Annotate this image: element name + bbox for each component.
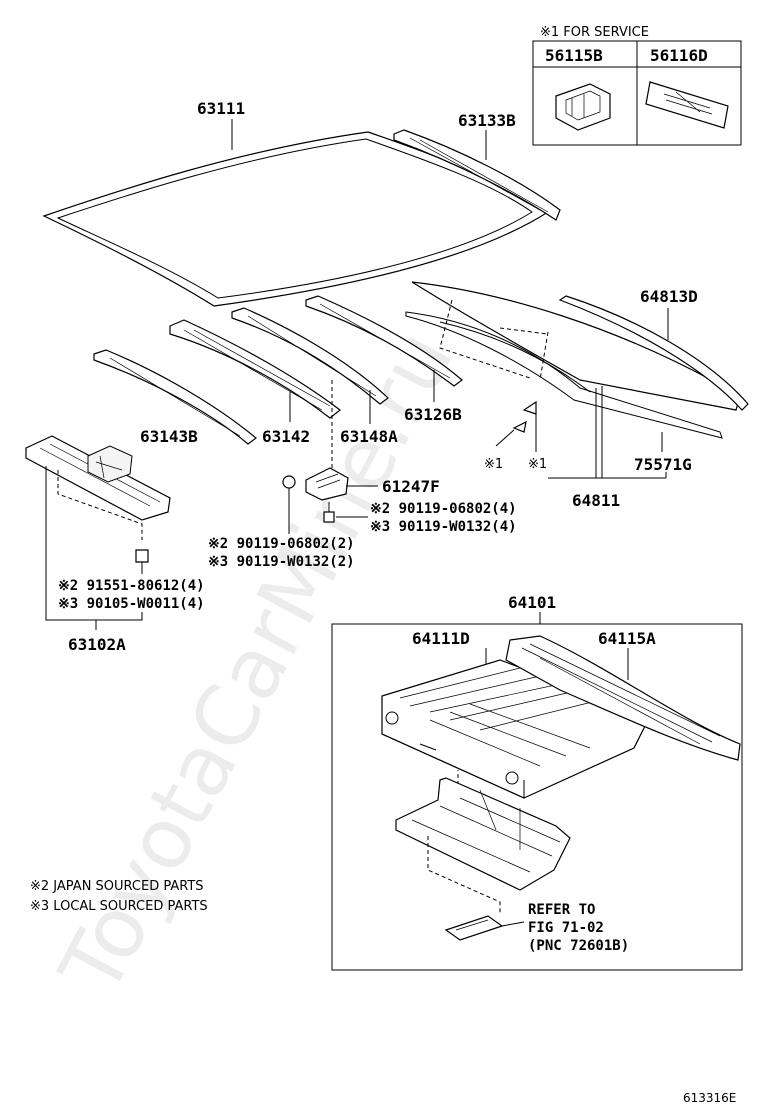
- fastener-1-local: ※3 90119-W0132(4): [370, 519, 517, 535]
- fastener-3-local: ※3 90105-W0011(4): [58, 596, 205, 612]
- label-63133B: 63133B: [458, 111, 516, 130]
- package-tray-reinforcement: [505, 635, 741, 761]
- refer-line-3: (PNC 72601B): [528, 938, 629, 954]
- fastener-3-japan: ※2 91551-80612(4): [58, 578, 205, 594]
- service-box-title: ※1 FOR SERVICE: [540, 25, 649, 40]
- roof-bow-63148A: [231, 307, 389, 405]
- roof-header-panel: [25, 435, 171, 521]
- roof-side-rail: [393, 129, 561, 221]
- label-63143B: 63143B: [140, 427, 198, 446]
- label-64811: 64811: [572, 491, 620, 510]
- roof-bow-63142: [169, 319, 341, 419]
- fastener-1-japan: ※2 90119-06802(4): [370, 501, 517, 517]
- label-63126B: 63126B: [404, 405, 462, 424]
- clip-56115B-icon: [555, 83, 611, 131]
- label-75571G: 75571G: [634, 455, 692, 474]
- roof-panel: [42, 131, 550, 307]
- label-64111D: 64111D: [412, 629, 470, 648]
- label-64813D: 64813D: [640, 287, 698, 306]
- service-part-56115B: 56115B: [545, 46, 603, 65]
- package-tray-group-box: [331, 623, 743, 971]
- clip-marker-a: [495, 420, 527, 447]
- bolt-icon: [323, 502, 335, 523]
- figure-code: 613316E: [683, 1091, 736, 1105]
- fastener-2-local: ※3 90119-W0132(2): [208, 554, 355, 570]
- label-61247F: 61247F: [382, 477, 440, 496]
- clip-trim-icon: [444, 915, 504, 941]
- window-moulding: [558, 295, 749, 411]
- marker-1a: ※1: [484, 457, 503, 472]
- service-box: ※1 FOR SERVICE 56115B 56116D: [532, 25, 742, 146]
- label-63111: 63111: [197, 99, 245, 118]
- clip-marker-b: [522, 400, 537, 452]
- label-64101: 64101: [508, 593, 556, 612]
- roof-bow-63143B: [93, 349, 257, 445]
- label-63148A: 63148A: [340, 427, 398, 446]
- fastener-2-japan: ※2 90119-06802(2): [208, 536, 355, 552]
- bracket-61247F: [305, 467, 349, 501]
- nut-icon: [282, 475, 296, 489]
- refer-line-1: REFER TO: [528, 902, 595, 918]
- marker-1b: ※1: [528, 457, 547, 472]
- refer-line-2: FIG 71-02: [528, 920, 604, 936]
- service-part-56116D: 56116D: [650, 46, 708, 65]
- label-64115A: 64115A: [598, 629, 656, 648]
- note-local: ※3 LOCAL SOURCED PARTS: [30, 899, 208, 914]
- label-63142: 63142: [262, 427, 310, 446]
- package-tray-lower-panel: [395, 777, 571, 891]
- roof-bow-63126B: [305, 295, 463, 387]
- clip-nut-icon: [135, 549, 149, 563]
- label-63102A: 63102A: [68, 635, 126, 654]
- note-japan: ※2 JAPAN SOURCED PARTS: [30, 879, 204, 894]
- plate-56116D-icon: [645, 81, 729, 129]
